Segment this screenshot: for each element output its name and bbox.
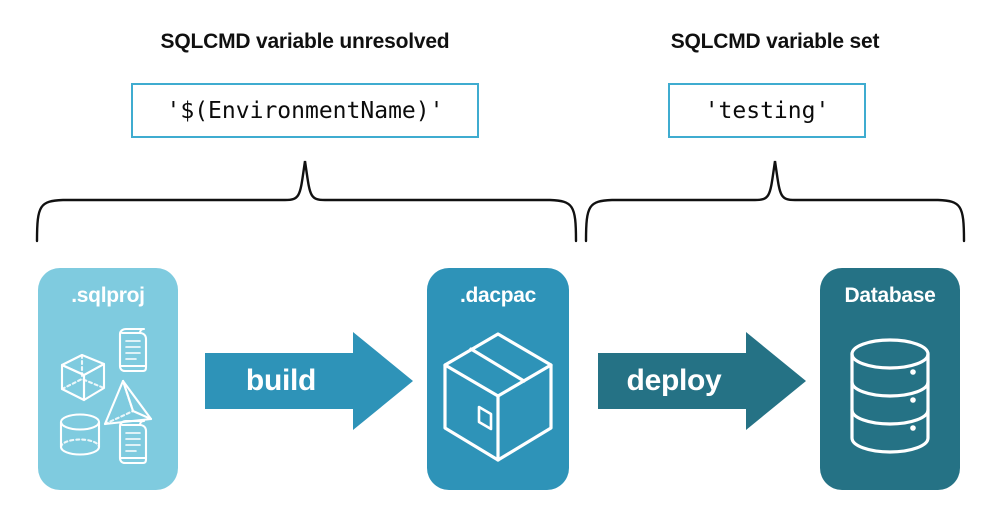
arrow-build-label: build (245, 364, 317, 397)
card-dacpac: .dacpac (427, 268, 569, 490)
card-sqlproj-title: .sqlproj (71, 284, 145, 307)
database-cylinder-icon (850, 338, 930, 454)
value-box-environment-name: '$(EnvironmentName)' (131, 83, 479, 138)
arrow-deploy-label: deploy (626, 364, 722, 397)
pyramid-wireframe-icon (103, 379, 153, 426)
value-box-testing: 'testing' (668, 83, 866, 138)
brace-right-icon (584, 160, 966, 243)
card-sqlproj: .sqlproj (38, 268, 178, 490)
script-scroll-icon (118, 419, 148, 465)
arrow-build-shape (205, 332, 413, 430)
card-dacpac-title: .dacpac (459, 284, 537, 307)
cube-wireframe-icon (60, 353, 106, 402)
arrow-deploy-shape (598, 332, 806, 430)
arrow-deploy: deploy (598, 332, 806, 430)
card-dacpac-art (427, 316, 569, 480)
caption-sqlcmd-unresolved: SQLCMD variable unresolved (160, 30, 450, 53)
brace-left-icon (35, 160, 578, 243)
card-sqlproj-art (38, 316, 178, 480)
card-database: Database (820, 268, 960, 490)
package-box-icon (443, 332, 553, 462)
card-database-title: Database (844, 284, 936, 307)
cylinder-wireframe-icon (59, 413, 101, 456)
card-database-art (820, 316, 960, 480)
script-scroll-icon (118, 327, 148, 373)
caption-sqlcmd-set: SQLCMD variable set (670, 30, 880, 53)
arrow-build: build (205, 332, 413, 430)
